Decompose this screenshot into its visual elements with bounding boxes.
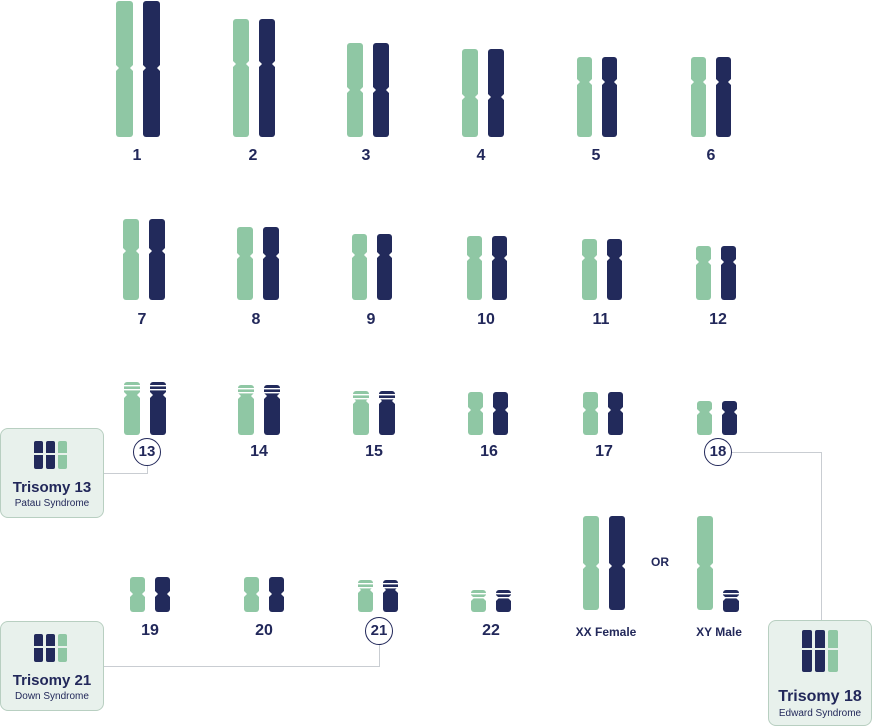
label-chromosome-16: 16 (480, 443, 498, 460)
chromosome-19-navy (155, 577, 170, 612)
chromosome-4-green (462, 49, 478, 137)
chromosome-21-navy (383, 580, 398, 612)
label-chromosome-1: 1 (132, 147, 142, 164)
label-chromosome-14: 14 (250, 443, 268, 460)
label-chromosome-7: 7 (137, 311, 147, 328)
chromosome-16-navy (493, 392, 508, 435)
chromosome-18-green (697, 401, 712, 435)
chromosome-3-navy (373, 43, 389, 137)
chromosome-12-navy (721, 246, 736, 300)
label-chromosome-12: 12 (709, 311, 727, 328)
connector-13 (104, 463, 148, 474)
label-xy-male: XY Male (696, 625, 742, 639)
chromosome-4-navy (488, 49, 504, 137)
label-chromosome-21: 21 (365, 617, 393, 645)
chromosome-xy-male-y (723, 590, 739, 612)
chromosome-8-green (237, 227, 253, 300)
chromosome-17-navy (608, 392, 623, 435)
label-chromosome-11: 11 (592, 311, 610, 328)
chromosome-20-navy (269, 577, 284, 612)
chromosome-15-green (353, 391, 369, 435)
trisomy-18-callout: Trisomy 18 Edward Syndrome (768, 620, 872, 726)
chromosome-5-green (577, 57, 592, 137)
label-chromosome-2: 2 (248, 147, 258, 164)
chromosome-21-green (358, 580, 373, 612)
chromosome-7-navy (149, 219, 165, 300)
chromosome-11-navy (607, 239, 622, 300)
chromosome-20-green (244, 577, 259, 612)
trisomy-chromosomes-icon (802, 630, 838, 672)
connector-18 (731, 452, 822, 621)
chromosome-2-green (233, 19, 249, 137)
trisomy-13-title: Trisomy 13 (12, 479, 92, 496)
chromosome-16-green (468, 392, 483, 435)
label-chromosome-17: 17 (595, 443, 613, 460)
chromosome-7-green (123, 219, 139, 300)
label-chromosome-18: 18 (704, 438, 732, 466)
trisomy-21-subtitle: Down Syndrome (15, 691, 89, 702)
label-xx-female: XX Female (575, 625, 637, 639)
chromosome-2-navy (259, 19, 275, 137)
chromosome-xx-female-green (583, 516, 599, 610)
chromosome-14-navy (264, 385, 280, 435)
chromosome-8-navy (263, 227, 279, 300)
chromosome-3-green (347, 43, 363, 137)
chromosome-17-green (583, 392, 598, 435)
label-chromosome-22: 22 (482, 622, 500, 639)
trisomy-13-callout: Trisomy 13 Patau Syndrome (0, 428, 104, 518)
chromosome-1-green (116, 1, 133, 137)
chromosome-15-navy (379, 391, 395, 435)
chromosome-6-navy (716, 57, 731, 137)
label-chromosome-3: 3 (361, 147, 371, 164)
label-chromosome-13: 13 (133, 438, 161, 466)
chromosome-14-green (238, 385, 254, 435)
chromosome-10-green (467, 236, 482, 300)
label-chromosome-15: 15 (365, 443, 383, 460)
label-chromosome-9: 9 (366, 311, 376, 328)
label-chromosome-19: 19 (141, 622, 159, 639)
trisomy-18-subtitle: Edward Syndrome (778, 708, 862, 719)
chromosome-22-green (471, 590, 486, 612)
trisomy-chromosomes-icon (34, 634, 67, 662)
chromosome-5-navy (602, 57, 617, 137)
chromosome-10-navy (492, 236, 507, 300)
chromosome-xy-male-x (697, 516, 713, 610)
chromosome-1-navy (143, 1, 160, 137)
label-chromosome-10: 10 (477, 311, 495, 328)
trisomy-18-title: Trisomy 18 (778, 688, 862, 705)
connector-21 (104, 644, 380, 667)
chromosome-9-green (352, 234, 367, 300)
chromosome-22-navy (496, 590, 511, 612)
chromosome-9-navy (377, 234, 392, 300)
label-chromosome-20: 20 (255, 622, 273, 639)
chromosome-11-green (582, 239, 597, 300)
or-text: OR (651, 555, 669, 569)
label-chromosome-6: 6 (706, 147, 716, 164)
chromosome-19-green (130, 577, 145, 612)
label-chromosome-8: 8 (251, 311, 261, 328)
trisomy-13-subtitle: Patau Syndrome (14, 498, 90, 509)
chromosome-xx-female-navy (609, 516, 625, 610)
trisomy-21-callout: Trisomy 21 Down Syndrome (0, 621, 104, 711)
chromosome-18-navy (722, 401, 737, 435)
label-chromosome-4: 4 (476, 147, 486, 164)
chromosome-13-green (124, 382, 140, 435)
trisomy-21-title: Trisomy 21 (12, 672, 92, 689)
chromosome-13-navy (150, 382, 166, 435)
trisomy-chromosomes-icon (34, 441, 67, 469)
chromosome-12-green (696, 246, 711, 300)
chromosome-6-green (691, 57, 706, 137)
label-chromosome-5: 5 (591, 147, 601, 164)
